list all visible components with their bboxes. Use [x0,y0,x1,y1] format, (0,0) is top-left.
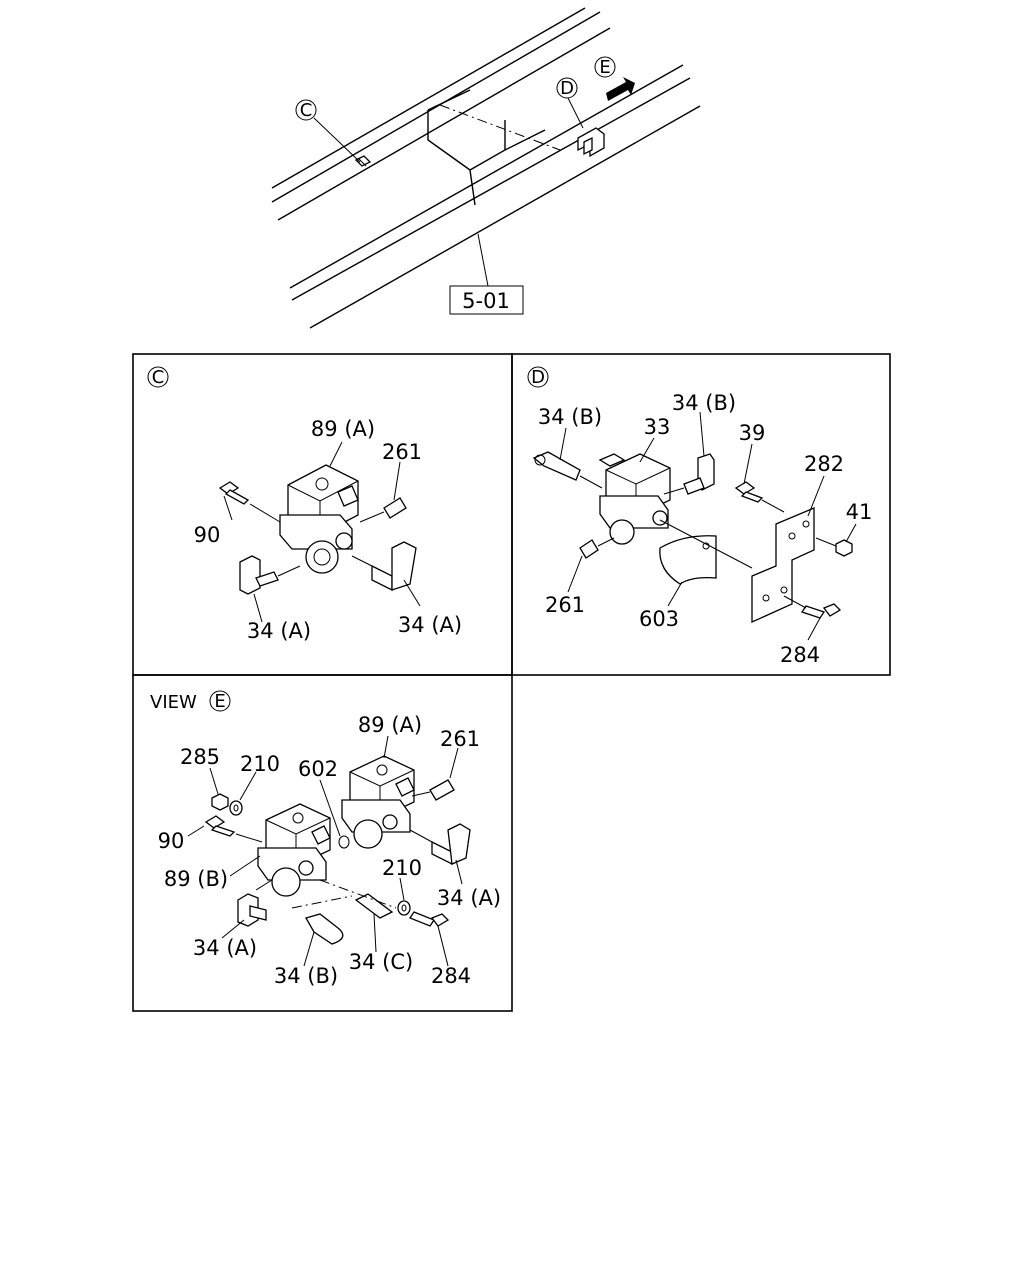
e-label-washer-bottom: 210 [382,856,422,880]
c-label-elbow-left: 34 (A) [247,619,311,643]
e-label-bolt-bottom: 284 [431,964,471,988]
panel-c-tag: C [152,367,165,388]
d-label-bolt-bottom: 284 [780,643,820,667]
e-label-fitting-b: 34 (B) [274,964,338,988]
e-label-nut: 285 [180,745,220,769]
frame-overview: C D E 5-01 [271,7,701,329]
d-label-bracket: 282 [804,452,844,476]
e-label-bolt: 90 [158,829,185,853]
e-label-elbow-left: 34 (A) [193,936,257,960]
e-label-elbow-right: 34 (A) [437,886,501,910]
c-label-bolt: 90 [194,523,221,547]
callout-d-label: D [560,78,574,99]
callout-c-label: C [300,100,313,121]
panel-e-tag: E [214,691,225,712]
d-label-bolt-top: 39 [739,421,766,445]
e-label-valve-a: 89 (A) [358,713,422,737]
d-label-valve: 33 [644,415,671,439]
d-label-fitting-top: 34 (B) [672,391,736,415]
e-label-oring: 602 [298,757,338,781]
d-label-plug: 261 [545,593,585,617]
d-label-nut: 41 [846,500,873,524]
panel-e: VIEW E [150,690,501,988]
c-label-plug: 261 [382,440,422,464]
ref-box [449,285,524,315]
callout-e-label: E [599,57,610,78]
panel-e-view-prefix: VIEW [150,692,197,713]
e-label-valve-b: 89 (B) [164,867,228,891]
c-label-elbow-right: 34 (A) [398,613,462,637]
c-label-valve: 89 (A) [311,417,375,441]
panel-c: C 89 (A) 261 90 34 (A) [147,366,462,643]
panel-d: D [527,366,873,667]
d-label-cover: 603 [639,607,679,631]
e-label-plug: 261 [440,727,480,751]
panel-d-tag: D [531,367,545,388]
d-label-fitting-left: 34 (B) [538,405,602,429]
e-label-washer-top: 210 [240,752,280,776]
ref-box-label: 5-01 [462,289,510,313]
e-label-fitting-c: 34 (C) [349,950,413,974]
panel-d-frame [511,353,891,676]
panel-e-frame [132,674,513,1012]
